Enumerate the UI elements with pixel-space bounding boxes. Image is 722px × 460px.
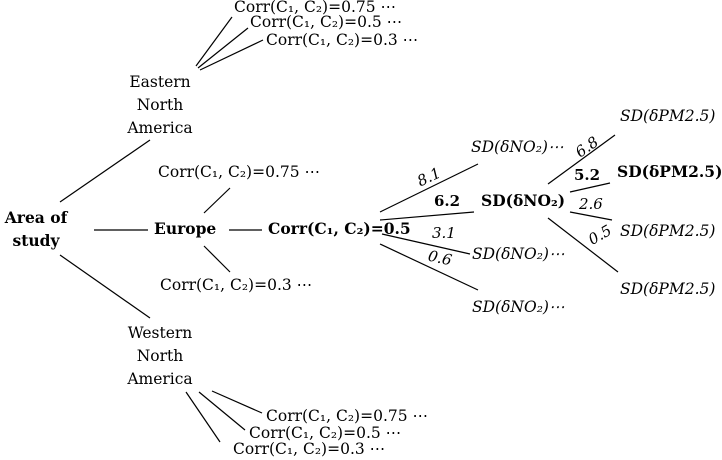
pm-edge-26: 2.6 — [579, 195, 603, 213]
edge-western-05 — [198, 391, 246, 431]
edge-no2-pm-05 — [547, 217, 619, 273]
no2-node-31: SD(δNO₂)⋯ — [472, 245, 565, 263]
eastern-corr-03: Corr(C₁, C₂)=0.3 ⋯ — [266, 31, 419, 49]
edge-eastern-03 — [199, 39, 264, 71]
edge-europe-03 — [203, 245, 231, 273]
western-corr-05: Corr(C₁, C₂)=0.5 ⋯ — [249, 424, 402, 442]
region-western-line1: Western — [127, 324, 193, 342]
europe-corr-05: Corr(C₁, C₂)=0.5 — [268, 219, 411, 238]
no2-node-06: SD(δNO₂)⋯ — [472, 298, 565, 316]
region-eastern: Eastern North America — [110, 71, 210, 140]
root-node: Area of study — [0, 206, 72, 252]
edge-western-03 — [185, 391, 221, 443]
region-eastern-line3: America — [127, 119, 193, 137]
eastern-corr-075: Corr(C₁, C₂)=0.75 ⋯ — [234, 0, 397, 16]
edge-europe-075 — [203, 187, 231, 214]
region-europe: Europe — [154, 219, 217, 238]
edge-western-075 — [211, 390, 263, 414]
edge-corr-no2-62 — [379, 211, 475, 221]
pm-edge-52: 5.2 — [574, 166, 601, 184]
region-eastern-line2: North — [136, 96, 184, 114]
europe-corr-075: Corr(C₁, C₂)=0.75 ⋯ — [158, 163, 321, 181]
edge-no2-pm-52 — [569, 182, 611, 193]
root-label-line2: study — [12, 231, 60, 250]
edge-corr-no2-81 — [379, 163, 479, 213]
pm-node-68: SD(δPM2.5) — [620, 107, 716, 125]
edge-corr-no2-31 — [381, 233, 471, 255]
edge-eastern-075 — [195, 16, 233, 67]
eastern-corr-05: Corr(C₁, C₂)=0.5 ⋯ — [250, 13, 403, 31]
tree-connectors — [59, 16, 619, 443]
region-eastern-line1: Eastern — [129, 73, 191, 91]
no2-node-62: SD(δNO₂) — [481, 191, 566, 210]
root-label-line1: Area of — [4, 208, 68, 227]
western-corr-075: Corr(C₁, C₂)=0.75 ⋯ — [266, 407, 429, 425]
western-corr-03: Corr(C₁, C₂)=0.3 ⋯ — [233, 440, 386, 458]
no2-node-81: SD(δNO₂)⋯ — [471, 138, 564, 156]
region-western-line2: North — [136, 347, 184, 365]
pm-node-05: SD(δPM2.5) — [620, 280, 716, 298]
pm-node-26: SD(δPM2.5) — [620, 222, 716, 240]
no2-edge-31: 3.1 — [432, 224, 456, 242]
edge-root-western — [59, 254, 151, 319]
edge-no2-pm-26 — [569, 211, 613, 221]
edge-eastern-05 — [197, 27, 249, 69]
pm-node-52: SD(δPM2.5) — [617, 162, 722, 181]
edge-no2-pm-68 — [547, 134, 616, 185]
europe-corr-03: Corr(C₁, C₂)=0.3 ⋯ — [160, 276, 313, 294]
no2-edge-62: 6.2 — [434, 192, 461, 210]
edge-corr-no2-06 — [379, 243, 479, 291]
edge-root-eastern — [59, 139, 151, 203]
region-western-line3: America — [127, 370, 193, 388]
region-western: Western North America — [110, 322, 210, 391]
